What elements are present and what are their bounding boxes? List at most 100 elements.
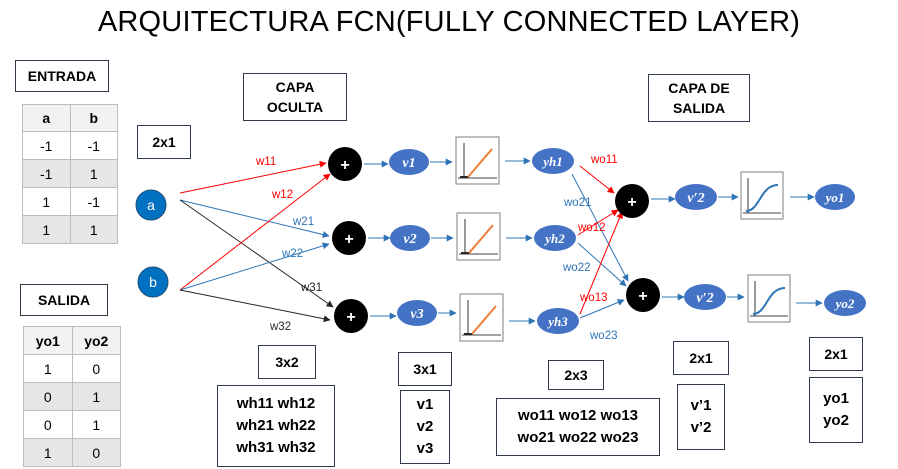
sum-node-h1-label: + [340, 157, 349, 174]
sum-node-h3-label: + [346, 309, 355, 326]
input-cell: -1 [69, 131, 118, 160]
output-cell: 0 [71, 438, 121, 467]
relu-activation-1 [455, 136, 500, 185]
sigmoid-activation-1 [740, 171, 784, 220]
yo-node-2: yo2 [824, 290, 866, 316]
input-node-b-label: b [149, 274, 157, 290]
weight-label-wo11: wo11 [590, 154, 618, 166]
sum-node-o1: + [615, 184, 649, 218]
weight-label-wo23: wo23 [589, 330, 618, 342]
sum-node-o2: + [626, 278, 660, 312]
edge-w12 [179, 173, 331, 291]
input-cell: 1 [69, 159, 118, 188]
yo-matrix-box: yo1 yo2 [809, 377, 863, 443]
input-node-a-label: a [147, 197, 155, 213]
input-cell: -1 [69, 187, 118, 216]
sum-node-o1-label: + [627, 194, 636, 211]
v-node-2: v2 [390, 225, 430, 251]
sum-node-h2-label: + [344, 231, 353, 248]
yo-row-1: yo1 [823, 390, 849, 408]
yo-node-1-label: yo1 [824, 190, 845, 205]
vp-matrix-box: v’1 v’2 [677, 384, 725, 450]
edge-w21 [179, 199, 330, 238]
v-matrix-box: v1 v2 v3 [400, 390, 450, 464]
v-node-3-label: v3 [410, 307, 423, 322]
sum-node-h2: + [332, 221, 366, 255]
edge-wo12 [577, 209, 619, 236]
capa-oculta-line-2: OCULTA [266, 99, 324, 115]
v-node-3: v3 [397, 300, 437, 326]
v-node-2-label: v2 [403, 232, 416, 247]
vprime-node-2-label: v′2 [696, 291, 713, 306]
wh-row-1: wh11 wh12 [236, 395, 316, 413]
yh-node-1: yh1 [532, 148, 574, 174]
weight-label-w11: w11 [255, 156, 276, 168]
weight-label-wo22: wo22 [562, 262, 591, 274]
v-row-1: v1 [416, 396, 434, 414]
output-header-yo2: yo2 [71, 326, 121, 355]
yh-node-2-label: yh2 [543, 231, 565, 246]
capa-salida-line-1: CAPA DE [668, 79, 730, 96]
wh-row-2: wh21 wh22 [236, 417, 316, 435]
weight-label-w21: w21 [292, 216, 314, 228]
weight-label-w31: w31 [300, 282, 322, 294]
sum-node-o2-label: + [638, 288, 647, 305]
v-row-2: v2 [416, 418, 434, 436]
dim-out-y-box: 2x1 [809, 337, 863, 371]
output-cell: 0 [71, 354, 121, 383]
dim-out-v-box: 2x1 [673, 341, 729, 375]
yo-node-2-label: yo2 [834, 296, 855, 311]
yh-node-1-label: yh1 [541, 154, 563, 169]
vprime-node-1: v′2 [675, 184, 717, 210]
entrada-label: ENTRADA [15, 60, 109, 92]
yo-row-2: yo2 [823, 412, 849, 429]
edge-wo23 [579, 299, 625, 319]
edge-wo13 [579, 211, 623, 315]
relu-activation-2 [456, 212, 501, 261]
input-cell: 1 [22, 215, 71, 244]
relu-activation-3 [459, 293, 504, 342]
edge-w11 [179, 160, 327, 194]
edge-wo21 [571, 173, 629, 282]
v-row-3: v3 [416, 439, 434, 457]
wo-matrix-box: wo11 wo12 wo13 wo21 wo22 wo23 [496, 398, 660, 456]
vprime-node-1-label: v′2 [687, 191, 704, 206]
page-title: ARQUITECTURA FCN(FULLY CONNECTED LAYER) [97, 6, 801, 38]
v-node-1: v1 [389, 149, 429, 175]
input-node-a: a [135, 189, 167, 221]
output-cell: 1 [23, 354, 73, 383]
wh-row-3: wh31 wh32 [236, 438, 316, 456]
capa-salida-line-2: SALIDA [672, 100, 726, 116]
weight-label-wo21: wo21 [563, 197, 592, 209]
output-header-yo1: yo1 [23, 326, 73, 355]
input-cell: 1 [69, 215, 118, 244]
weight-label-wo13: wo13 [579, 292, 608, 304]
capa-oculta-line-1: CAPA [275, 78, 315, 95]
weight-label-wo12: wo12 [577, 222, 606, 234]
dim-hidden-box: 3x1 [398, 352, 452, 386]
edge-w31 [179, 199, 334, 308]
yh-node-3-label: yh3 [546, 314, 568, 329]
salida-label: SALIDA [20, 284, 108, 316]
dim-input-box: 2x1 [137, 125, 191, 159]
yo-node-1: yo1 [815, 184, 855, 210]
sum-node-h3: + [334, 299, 368, 333]
sum-node-h1: + [328, 147, 362, 181]
edge-wo22 [577, 242, 627, 287]
edge-wo11 [579, 165, 615, 194]
capa-oculta-label: CAPA OCULTA [243, 73, 347, 121]
dim-weights-out-box: 2x3 [548, 360, 604, 390]
sigmoid-activation-2 [747, 274, 791, 323]
vp-row-1: v’1 [690, 397, 712, 415]
output-cell: 1 [71, 382, 121, 411]
edge-w22 [179, 242, 330, 291]
weight-label-w22: w22 [281, 248, 303, 260]
dim-weights-hidden-box: 3x2 [258, 345, 316, 379]
output-cell: 1 [71, 410, 121, 439]
weight-label-w12: w12 [271, 189, 293, 201]
input-cell: -1 [22, 159, 71, 188]
yh-node-3: yh3 [537, 308, 579, 334]
wo-row-1: wo11 wo12 wo13 [517, 407, 639, 425]
